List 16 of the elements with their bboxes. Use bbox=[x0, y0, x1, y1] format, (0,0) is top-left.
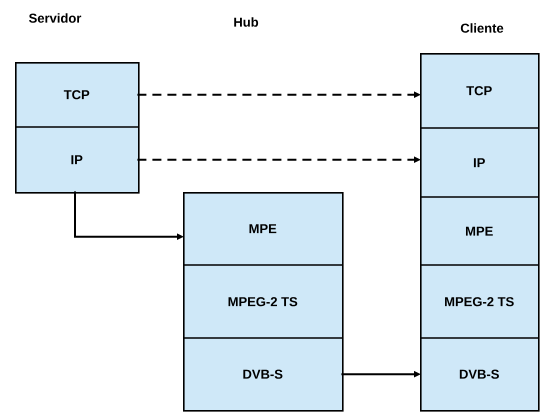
stack-box bbox=[183, 192, 344, 412]
layer-cell: TCP bbox=[64, 90, 90, 100]
layer-cell: TCP bbox=[466, 86, 492, 96]
layer-cell: MPE bbox=[249, 224, 276, 234]
column-title: Hub bbox=[234, 17, 258, 27]
layer-cell: MPE bbox=[466, 226, 493, 236]
column-title: Cliente bbox=[460, 23, 504, 33]
layer-cell: IP bbox=[71, 155, 82, 164]
layer-cell: DVB-S bbox=[243, 370, 282, 379]
stack-box bbox=[15, 62, 140, 194]
stack-box bbox=[420, 53, 540, 412]
layer-cell: DVB-S bbox=[460, 370, 499, 379]
layer-cell: MPEG-2 TS bbox=[228, 297, 298, 306]
layer-cell: IP bbox=[474, 158, 485, 168]
layer-cell: MPEG-2 TS bbox=[445, 297, 514, 306]
column-title: Servidor bbox=[29, 13, 82, 23]
